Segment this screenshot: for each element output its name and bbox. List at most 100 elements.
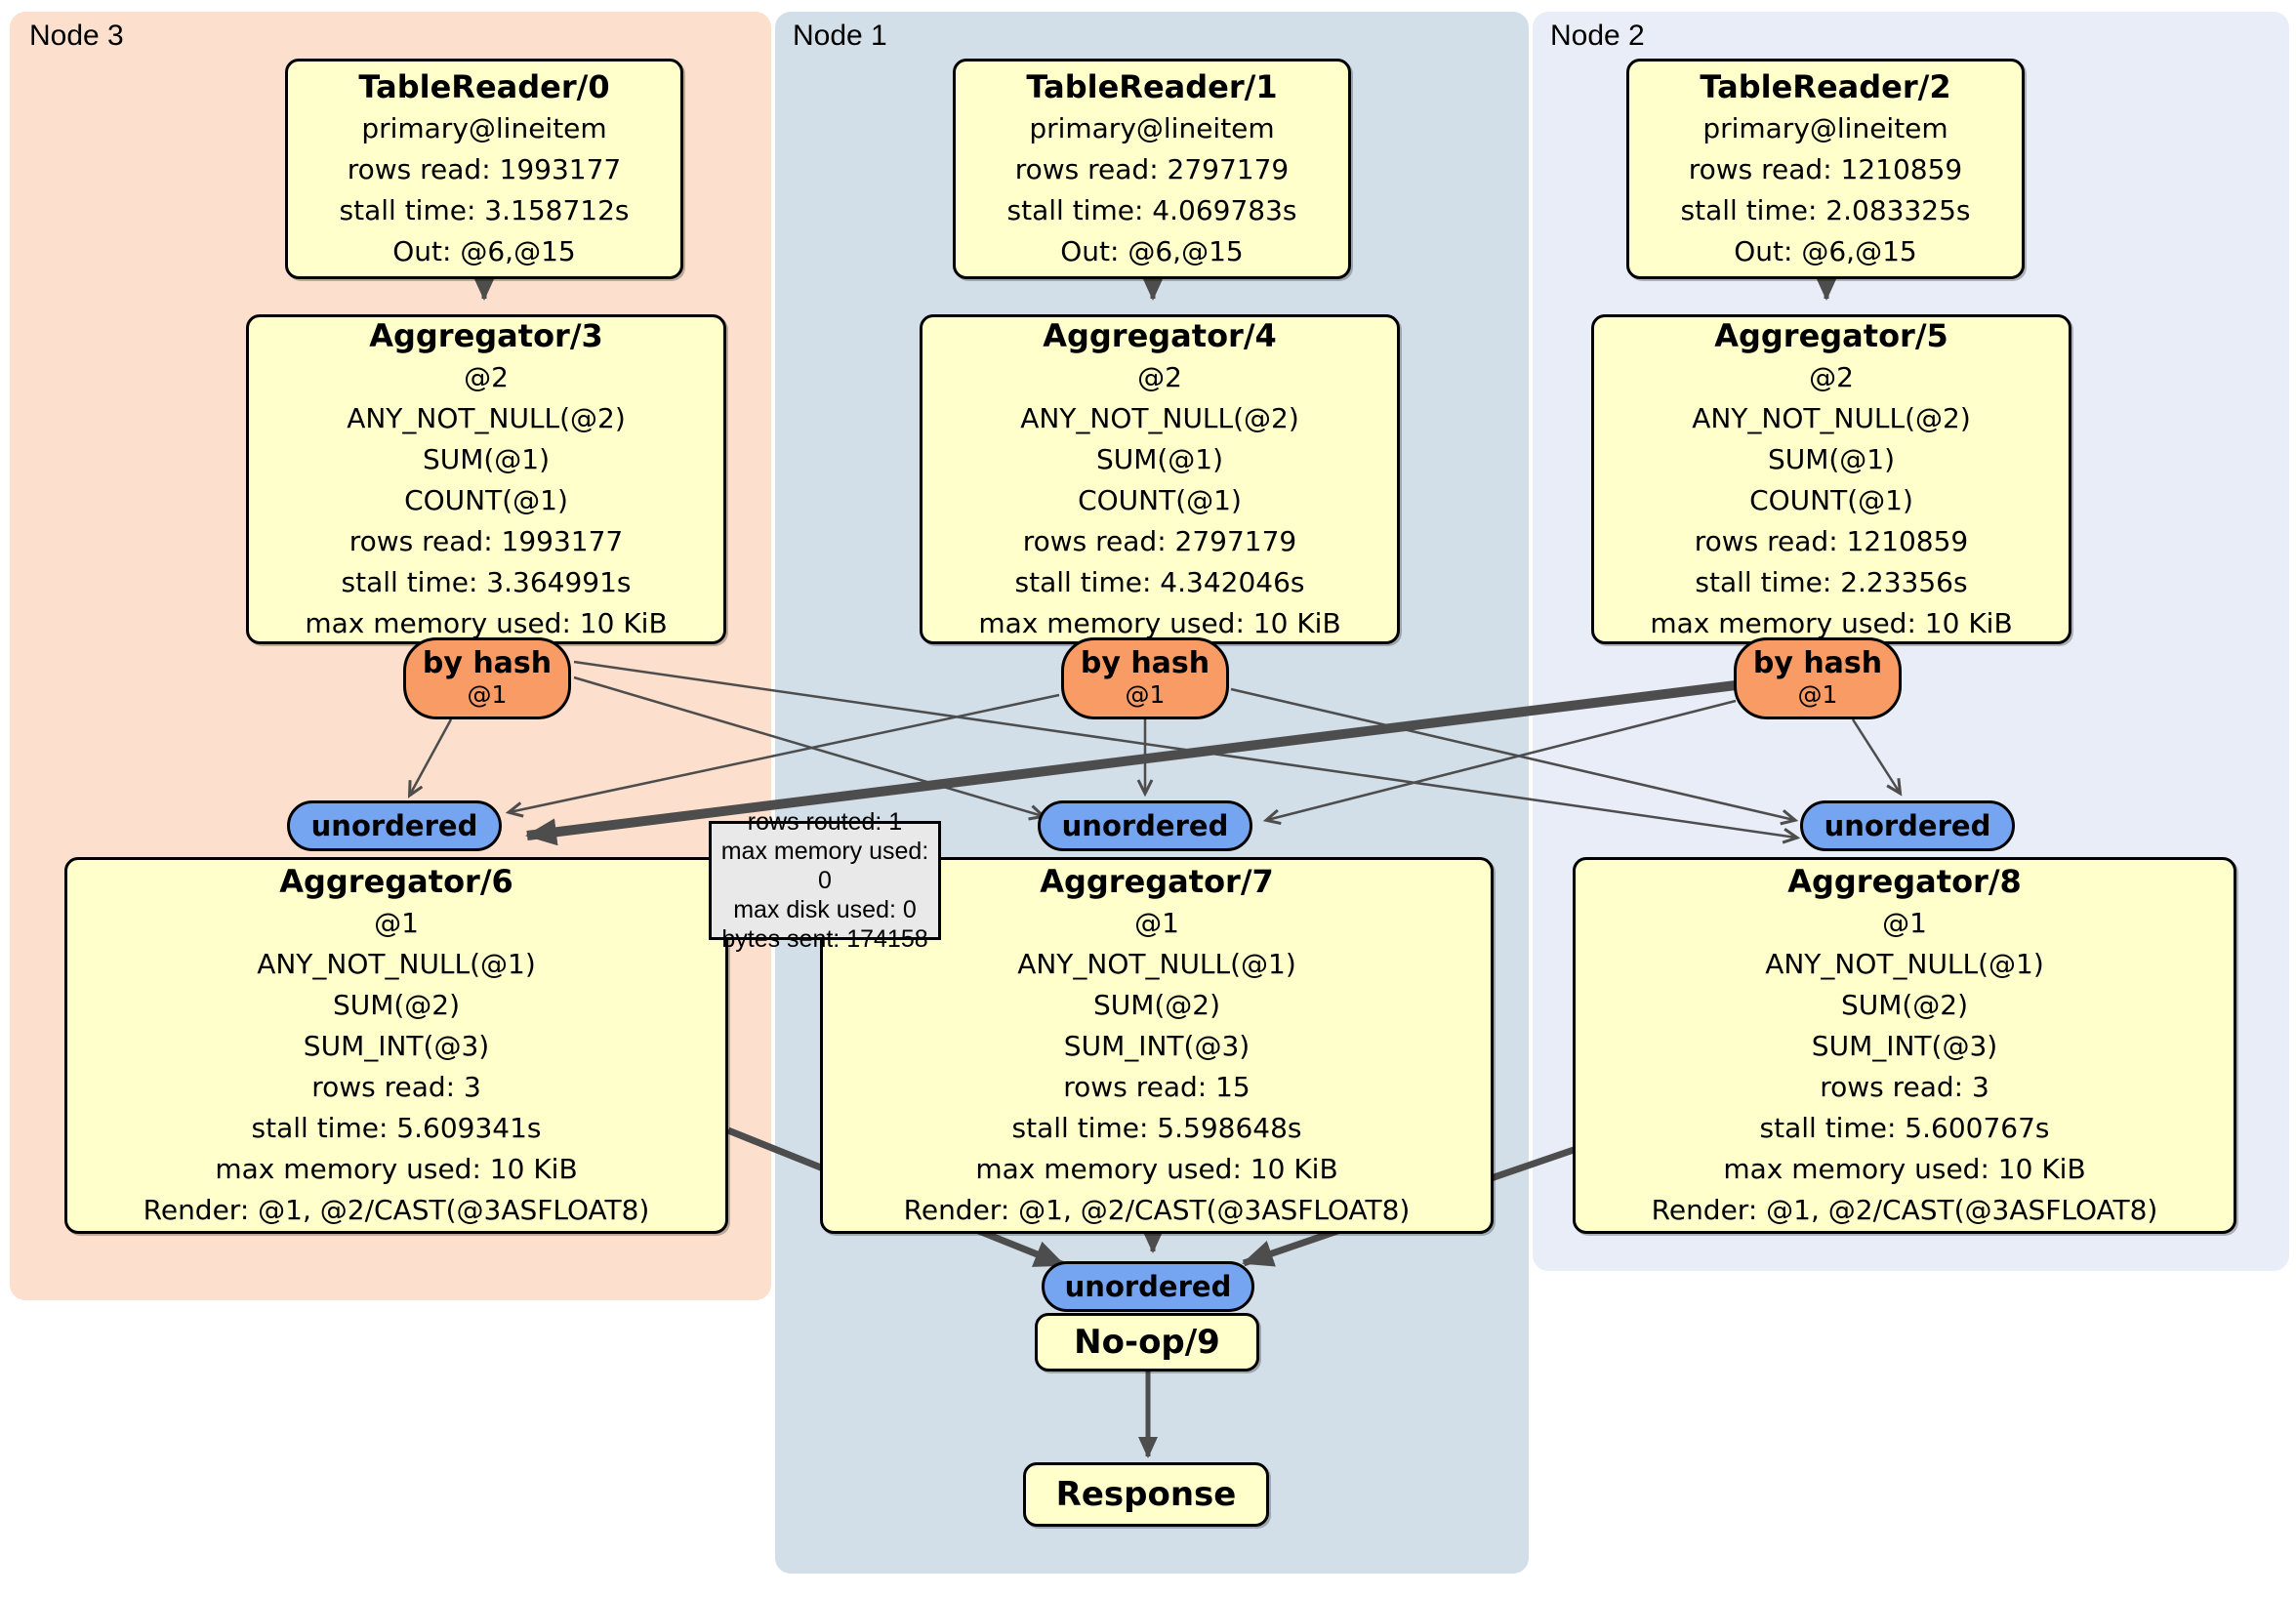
edge-hashR-syncM <box>1262 699 1737 826</box>
box-title: Response <box>1055 1475 1237 1514</box>
box-line: SUM(@2) <box>1840 989 1969 1021</box>
box-line: ANY_NOT_NULL(@1) <box>1017 948 1296 980</box>
box-tablereader-0[interactable]: TableReader/0 primary@lineitem rows read… <box>285 59 683 279</box>
box-line: ANY_NOT_NULL(@2) <box>347 402 626 434</box>
box-line: @2 <box>1809 361 1854 393</box>
tooltip-line: max disk used: 0 <box>733 896 917 923</box>
box-line: Render: @1, @2/CAST(@3ASFLOAT8) <box>903 1194 1411 1226</box>
box-line: SUM_INT(@3) <box>303 1030 490 1062</box>
edge-hashL-syncL <box>407 718 453 798</box>
box-line: stall time: 5.600767s <box>1759 1112 2050 1144</box>
box-title: Aggregator/3 <box>369 317 603 354</box>
box-line: primary@lineitem <box>361 112 607 144</box>
edge-hashM-syncL <box>505 693 1060 818</box>
box-title: Aggregator/8 <box>1787 863 2022 900</box>
box-line: rows read: 2797179 <box>1022 525 1297 557</box>
sync-unordered-final[interactable]: unordered <box>1042 1261 1254 1312</box>
box-line: stall time: 2.083325s <box>1680 194 1971 226</box>
router-key: @1 <box>1797 680 1838 709</box>
box-line: rows read: 2797179 <box>1014 153 1290 185</box>
box-line: SUM(@2) <box>1092 989 1221 1021</box>
box-aggregator-5[interactable]: Aggregator/5 @2 ANY_NOT_NULL(@2) SUM(@1)… <box>1591 314 2071 644</box>
box-aggregator-3[interactable]: Aggregator/3 @2 ANY_NOT_NULL(@2) SUM(@1)… <box>246 314 726 644</box>
box-line: rows read: 1210859 <box>1694 525 1969 557</box>
router-by-hash-mid[interactable]: by hash @1 <box>1061 637 1229 719</box>
sync-unordered-mid[interactable]: unordered <box>1038 800 1252 851</box>
box-line: max memory used: 10 KiB <box>978 607 1341 639</box>
box-line: ANY_NOT_NULL(@2) <box>1020 402 1299 434</box>
box-title: No-op/9 <box>1074 1323 1220 1362</box>
box-line: rows read: 1210859 <box>1688 153 1963 185</box>
box-line: SUM(@1) <box>1767 443 1896 475</box>
box-line: max memory used: 10 KiB <box>975 1153 1338 1185</box>
box-title: TableReader/1 <box>1026 68 1278 105</box>
box-line: primary@lineitem <box>1702 112 1948 144</box>
box-response[interactable]: Response <box>1023 1462 1269 1527</box>
box-line: @2 <box>464 361 509 393</box>
router-label: by hash <box>1080 646 1210 680</box>
box-line: SUM_INT(@3) <box>1063 1030 1250 1062</box>
box-noop-9[interactable]: No-op/9 <box>1035 1313 1259 1372</box>
panel-label-node3: Node 3 <box>29 20 124 52</box>
box-aggregator-6[interactable]: Aggregator/6 @1 ANY_NOT_NULL(@1) SUM(@2)… <box>64 857 728 1234</box>
box-title: Aggregator/5 <box>1714 317 1948 354</box>
box-tablereader-1[interactable]: TableReader/1 primary@lineitem rows read… <box>953 59 1351 279</box>
box-line: Out: @6,@15 <box>392 235 576 267</box>
box-line: COUNT(@1) <box>1749 484 1913 516</box>
box-line: Out: @6,@15 <box>1734 235 1917 267</box>
box-line: rows read: 1993177 <box>347 153 622 185</box>
box-line: rows read: 3 <box>311 1071 481 1103</box>
box-aggregator-8[interactable]: Aggregator/8 @1 ANY_NOT_NULL(@1) SUM(@2)… <box>1573 857 2236 1234</box>
router-by-hash-left[interactable]: by hash @1 <box>403 637 571 719</box>
edge-hashR-syncL-thick <box>525 680 1737 846</box>
box-line: max memory used: 10 KiB <box>1650 607 2013 639</box>
router-label: by hash <box>422 646 553 680</box>
box-line: SUM_INT(@3) <box>1811 1030 1998 1062</box>
box-title: TableReader/2 <box>1700 68 1951 105</box>
box-line: stall time: 3.158712s <box>339 194 630 226</box>
box-title: Aggregator/6 <box>279 863 513 900</box>
box-line: SUM(@1) <box>422 443 551 475</box>
box-line: stall time: 4.342046s <box>1014 566 1305 598</box>
box-line: stall time: 5.598648s <box>1011 1112 1302 1144</box>
box-line: @1 <box>374 907 419 939</box>
tooltip-line: rows routed: 1 <box>747 808 903 836</box>
router-label: by hash <box>1752 646 1883 680</box>
box-title: Aggregator/4 <box>1043 317 1277 354</box>
box-line: rows read: 3 <box>1820 1071 1989 1103</box>
tooltip-line: bytes sent: 174158 <box>721 925 928 953</box>
sync-unordered-right[interactable]: unordered <box>1800 800 2015 851</box>
panel-label-node1: Node 1 <box>793 20 887 52</box>
box-aggregator-4[interactable]: Aggregator/4 @2 ANY_NOT_NULL(@2) SUM(@1)… <box>920 314 1400 644</box>
box-line: stall time: 5.609341s <box>251 1112 542 1144</box>
stream-stats-tooltip: rows routed: 1 max memory used: 0 max di… <box>709 808 941 953</box>
box-line: @1 <box>1134 907 1179 939</box>
box-title: TableReader/0 <box>358 68 610 105</box>
edge-hashM-syncR <box>1230 687 1799 826</box>
panel-label-node2: Node 2 <box>1550 20 1645 52</box>
box-tablereader-2[interactable]: TableReader/2 primary@lineitem rows read… <box>1626 59 2025 279</box>
box-title: Aggregator/7 <box>1040 863 1274 900</box>
box-line: primary@lineitem <box>1029 112 1275 144</box>
box-line: ANY_NOT_NULL(@1) <box>257 948 536 980</box>
box-line: rows read: 1993177 <box>348 525 624 557</box>
box-line: COUNT(@1) <box>404 484 568 516</box>
router-by-hash-right[interactable]: by hash @1 <box>1734 637 1902 719</box>
box-line: Render: @1, @2/CAST(@3ASFLOAT8) <box>143 1194 650 1226</box>
router-key: @1 <box>1125 680 1166 709</box>
box-line: max memory used: 10 KiB <box>215 1153 578 1185</box>
edge-hashR-syncR <box>1851 718 1903 797</box>
box-line: ANY_NOT_NULL(@2) <box>1692 402 1971 434</box>
box-line: Render: @1, @2/CAST(@3ASFLOAT8) <box>1651 1194 2158 1226</box>
box-line: COUNT(@1) <box>1078 484 1242 516</box>
box-line: Out: @6,@15 <box>1060 235 1244 267</box>
box-line: @2 <box>1137 361 1182 393</box>
box-line: SUM(@2) <box>332 989 461 1021</box>
box-line: ANY_NOT_NULL(@1) <box>1765 948 2044 980</box>
sync-unordered-left[interactable]: unordered <box>287 800 502 851</box>
box-line: max memory used: 10 KiB <box>1723 1153 2086 1185</box>
box-line: rows read: 15 <box>1063 1071 1250 1103</box>
box-line: stall time: 3.364991s <box>341 566 632 598</box>
edge-hashL-syncM <box>573 676 1047 821</box>
